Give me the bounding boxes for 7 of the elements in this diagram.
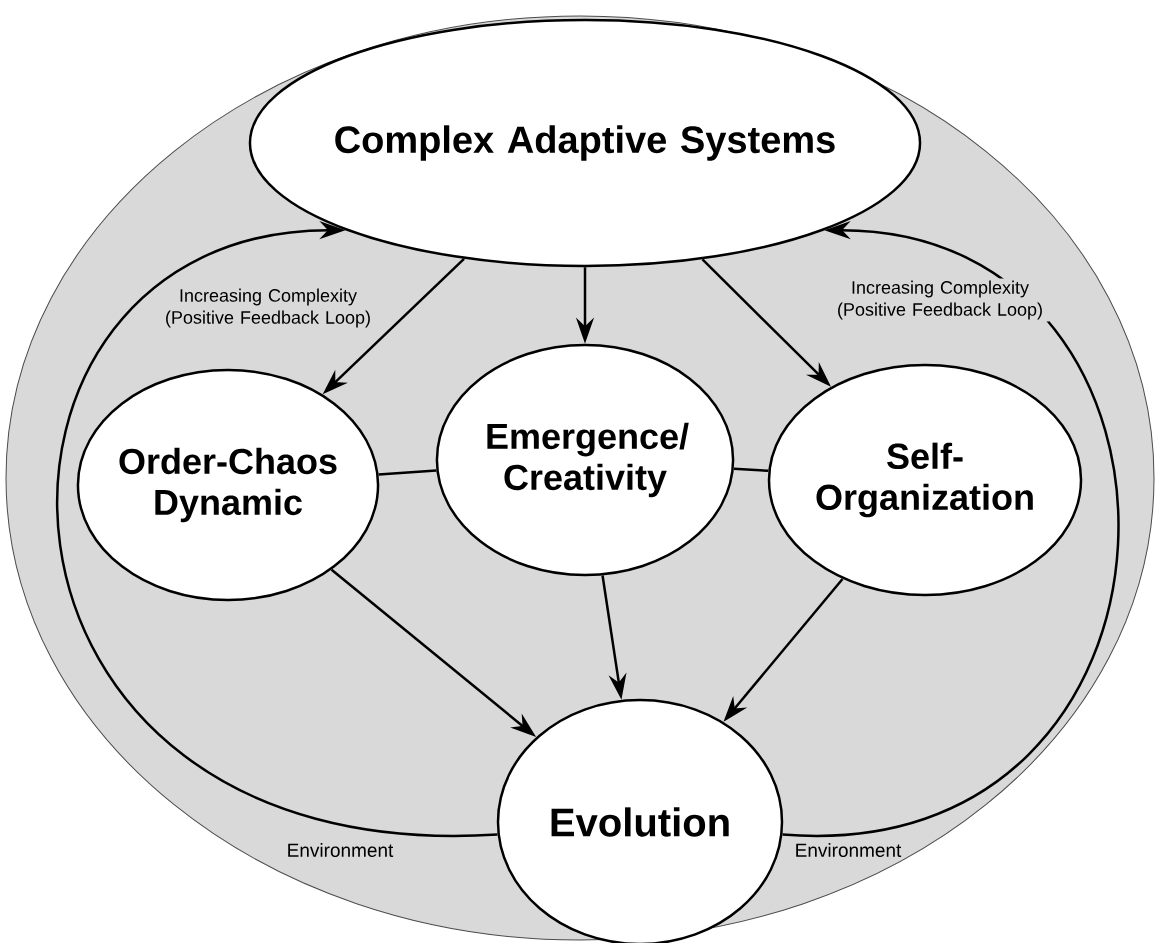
- environment-label: Environment: [796, 843, 902, 857]
- environment-label: Environment: [288, 843, 394, 857]
- connector-line: [378, 469, 437, 476]
- connector-line: [733, 467, 769, 473]
- loop-arrow: [57, 221, 498, 836]
- edge-label: Increasing Complexity (Positive Feedback Loop): [830, 278, 1050, 322]
- edge-label: Increasing Complexity (Positive Feedback Loop): [158, 286, 378, 330]
